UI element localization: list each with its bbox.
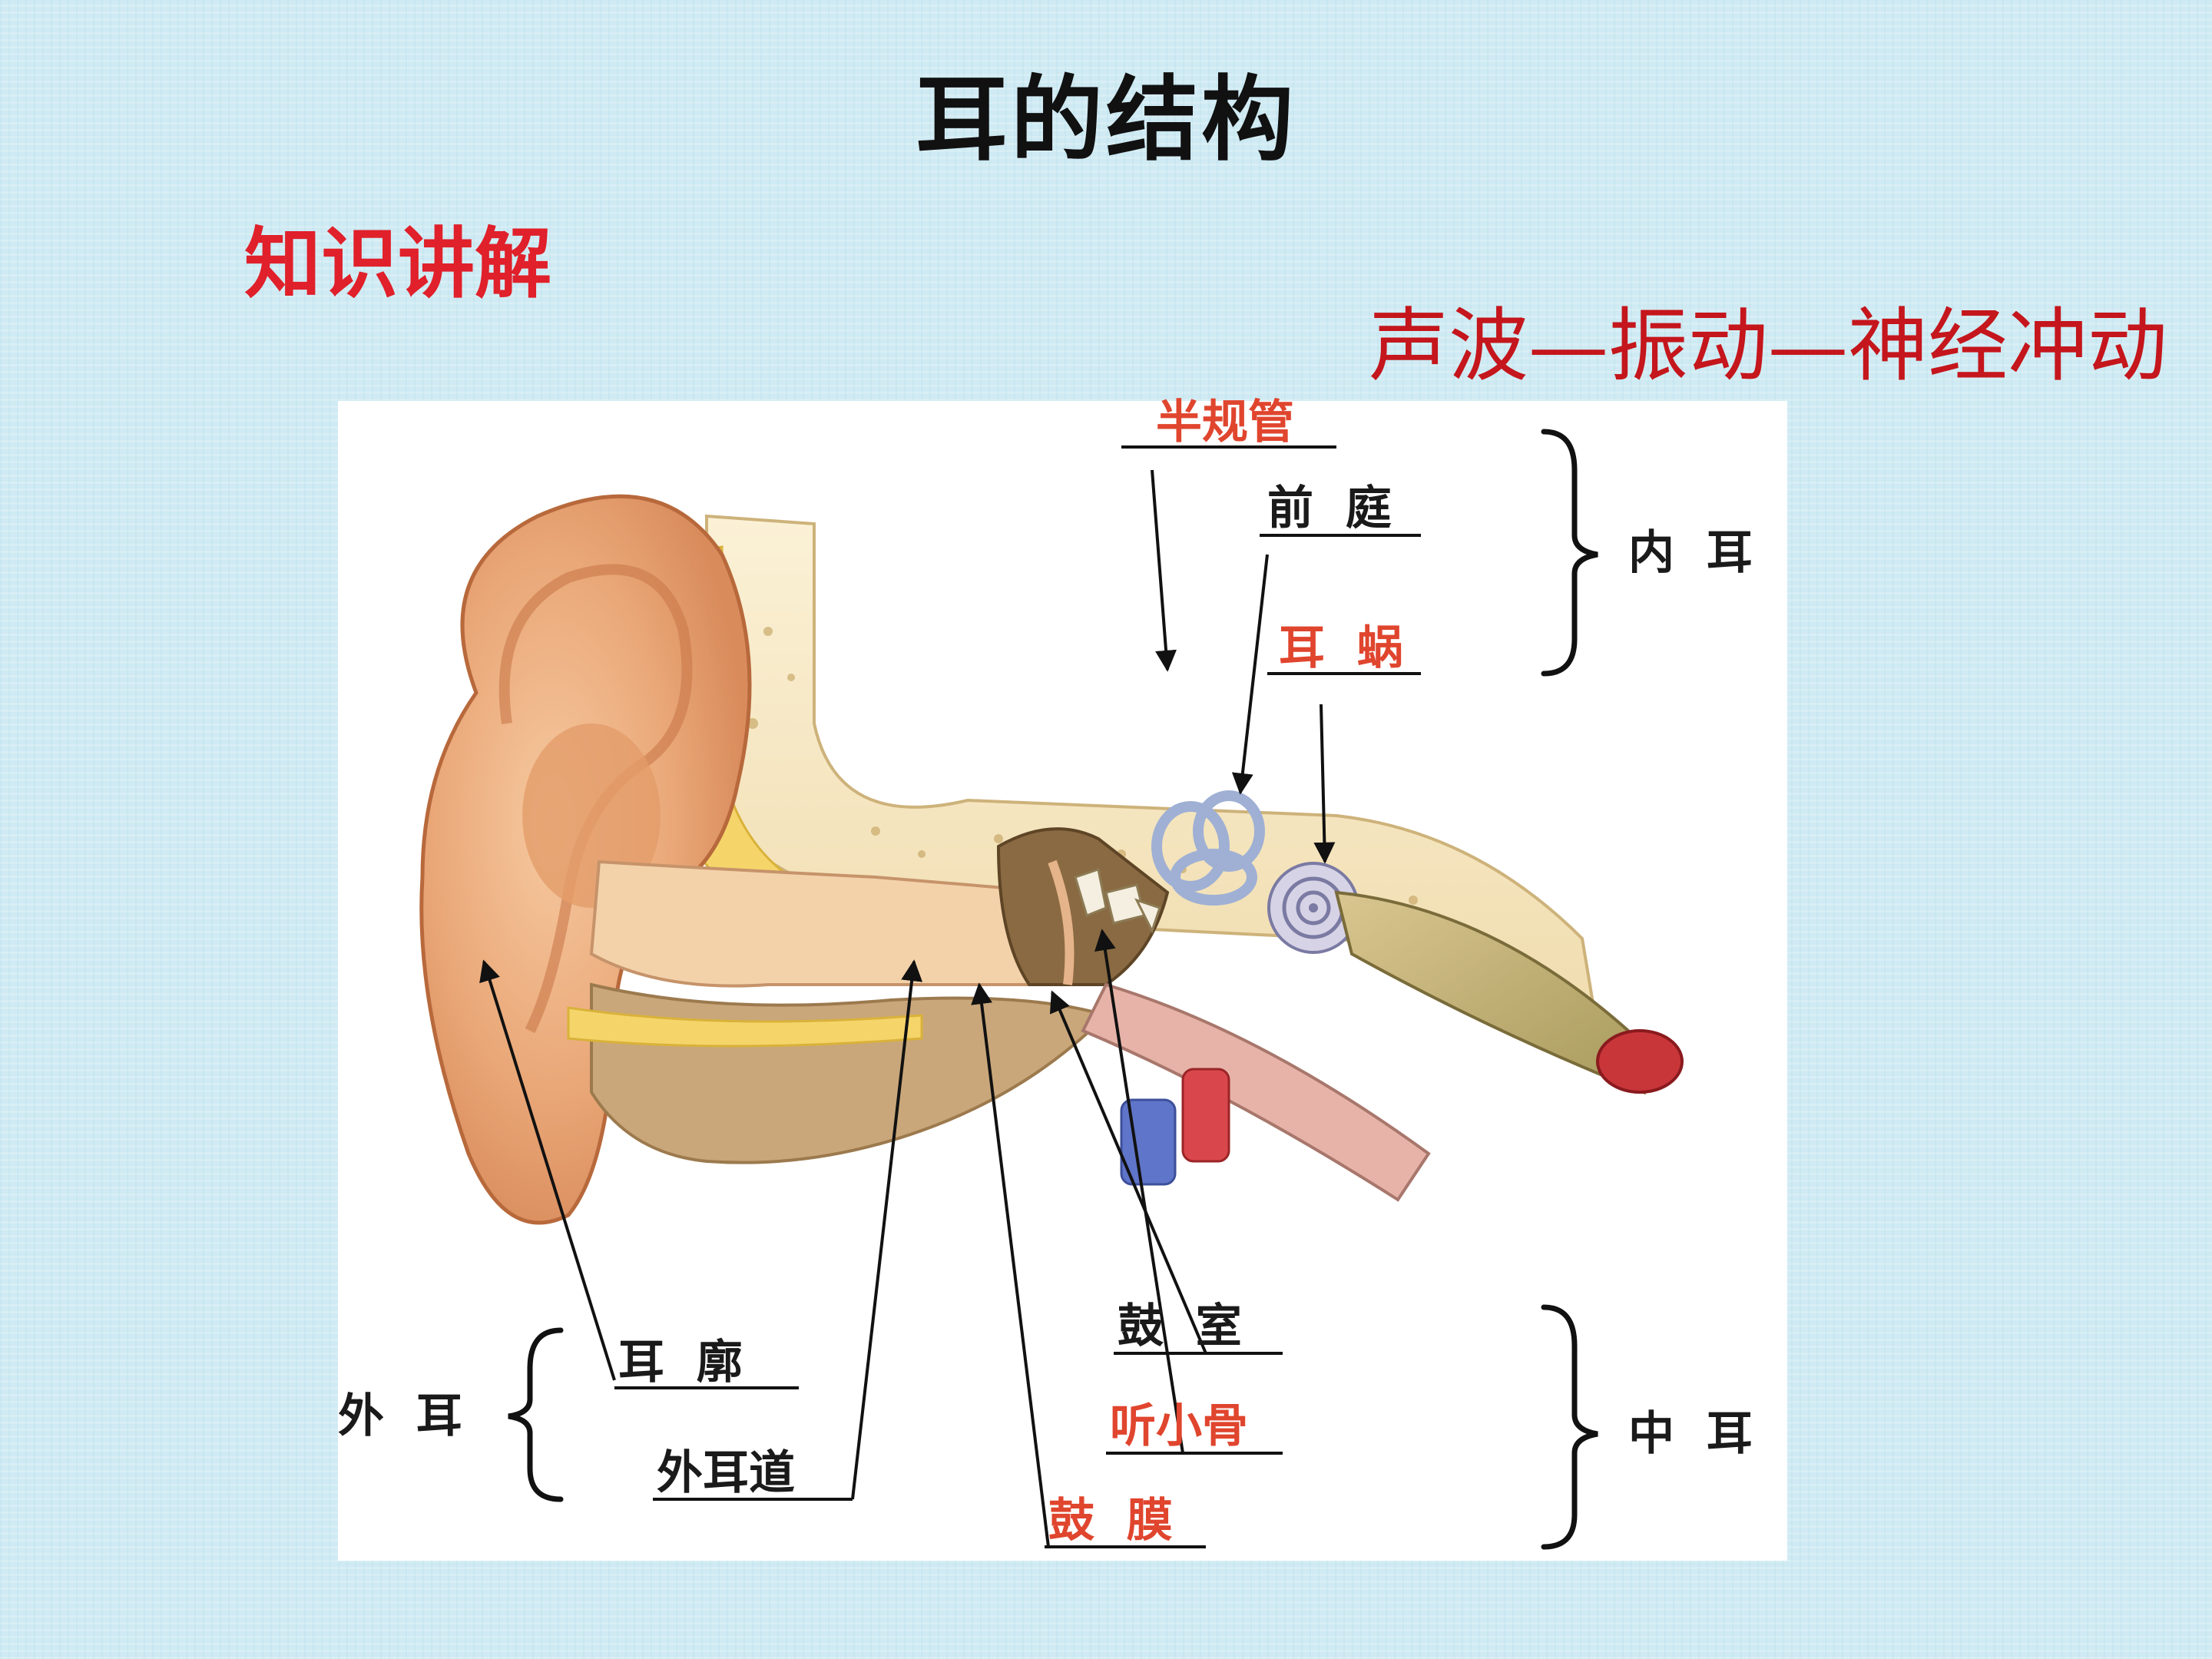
lower-cartilage xyxy=(590,982,1109,1164)
leader-vestibule xyxy=(1231,554,1269,795)
leader-cochlea xyxy=(1313,704,1336,864)
inner-ear-brace xyxy=(1541,429,1598,677)
section-subtitle: 知识讲解 xyxy=(244,219,551,309)
label-semicircular-canals: 半规管 xyxy=(1156,396,1294,449)
leader-tympanic xyxy=(1049,990,1207,1354)
label-eardrum: 鼓 膜 xyxy=(1048,1494,1173,1548)
leader-lines xyxy=(479,445,1421,1548)
semicircular-canals-shape xyxy=(1151,790,1265,906)
label-ear-canal: 外耳道 xyxy=(657,1446,795,1500)
label-inner-ear: 内 耳 xyxy=(1628,526,1753,580)
tympanic-cavity-shape xyxy=(996,827,1170,986)
ossicles-shape xyxy=(1074,868,1161,934)
page-title: 耳的结构 xyxy=(916,67,1296,174)
ear-canal-shape xyxy=(589,859,1061,988)
lower-bone-strip xyxy=(567,1006,923,1048)
leader-ear-canal xyxy=(851,959,923,1500)
nerve-cut-end xyxy=(1596,1029,1684,1094)
label-middle-ear: 中 耳 xyxy=(1628,1407,1753,1461)
auricle-inner-fold xyxy=(498,564,693,1034)
eustachian-tube xyxy=(1081,982,1431,1202)
braces xyxy=(508,429,1598,1550)
label-vestibule: 前 庭 xyxy=(1267,482,1392,535)
leader-ossicles xyxy=(1094,929,1184,1454)
middle-ear-brace xyxy=(1541,1304,1598,1550)
red-vessel xyxy=(1181,1068,1230,1163)
outer-ear-brace xyxy=(508,1327,564,1502)
concha xyxy=(522,724,661,908)
eardrum-shape xyxy=(1048,859,1075,985)
leader-semicircular xyxy=(1151,469,1177,672)
leader-auricle xyxy=(479,959,616,1381)
label-outer-ear: 外 耳 xyxy=(338,1389,462,1443)
ear-structure-figure: 半规管 前 庭 耳 蜗 内 耳 耳 廓 外 耳 外耳道 鼓 室 听小骨 鼓 膜 … xyxy=(338,396,1787,1561)
label-auricle: 耳 廓 xyxy=(618,1336,743,1389)
label-cochlea: 耳 蜗 xyxy=(1279,621,1403,675)
blue-vessel xyxy=(1120,1098,1177,1186)
process-chain-text: 声波—振动—神经冲动 xyxy=(1368,299,2167,392)
leader-eardrum xyxy=(971,982,1050,1548)
label-tympanic-cavity: 鼓 室 xyxy=(1118,1300,1242,1353)
label-ossicles: 听小骨 xyxy=(1110,1399,1248,1453)
ear-anatomy-illustration xyxy=(419,429,1684,1550)
